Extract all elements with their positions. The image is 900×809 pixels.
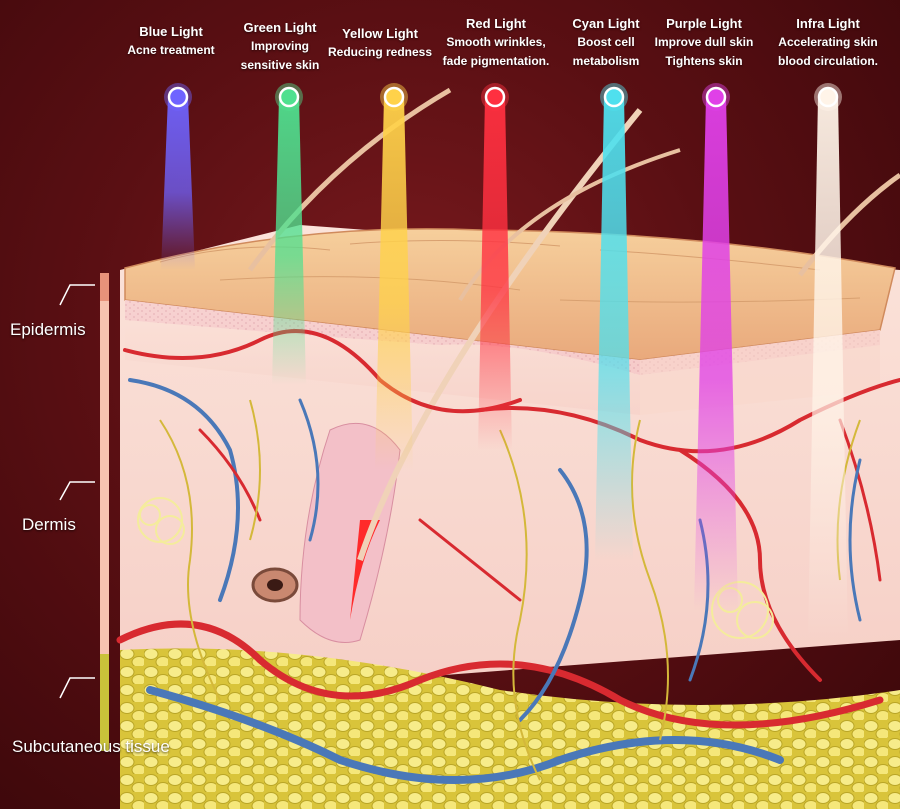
red-light-desc: Smooth wrinkles,	[446, 35, 546, 49]
infra-light-desc: blood circulation.	[777, 54, 879, 68]
purple-light-desc: Improve dull skin	[654, 35, 754, 49]
infra-light-beam	[808, 97, 848, 640]
infra-light-title: Infra Light	[796, 16, 860, 31]
subcutaneous-layer	[120, 648, 900, 809]
label-epidermis: Epidermis	[10, 320, 86, 339]
infra-light-desc: Accelerating skin	[778, 35, 878, 49]
layer-scale	[59, 273, 109, 751]
red-light-bulb-icon	[484, 86, 506, 108]
cyan-light-title: Cyan Light	[572, 16, 640, 31]
scale-dermis	[100, 301, 109, 654]
yellow-light-beam	[375, 97, 413, 470]
red-light-desc: fade pigmentation.	[442, 54, 550, 68]
purple-light-beam	[694, 97, 738, 610]
purple-light-desc: Tightens skin	[665, 54, 743, 68]
light-beams	[161, 83, 848, 640]
cyan-light-beam	[595, 97, 633, 560]
blue-light-bulb-icon	[167, 86, 189, 108]
blue-light-beam	[161, 97, 195, 270]
tick-epidermis	[59, 284, 95, 306]
blue-light-title: Blue Light	[139, 24, 203, 39]
green-light-bulb-icon	[278, 86, 300, 108]
green-light-title: Green Light	[243, 20, 317, 35]
purple-light-title: Purple Light	[666, 16, 742, 31]
label-dermis: Dermis	[22, 515, 76, 534]
infra-light-bulb-icon	[817, 86, 839, 108]
tick-subcutaneous	[59, 677, 95, 699]
label-subcutaneous: Subcutaneous tissue	[12, 737, 170, 756]
cyan-light-desc: metabolism	[572, 54, 640, 68]
tick-dermis	[59, 481, 95, 501]
yellow-light-title: Yellow Light	[342, 26, 418, 41]
cyan-light-desc: Boost cell	[577, 35, 635, 49]
green-light-beam	[272, 97, 306, 385]
yellow-light-desc: Reducing redness	[327, 45, 433, 59]
blue-light-desc: Acne treatment	[127, 43, 215, 57]
red-light-title: Red Light	[466, 16, 526, 31]
blood-vessels	[116, 329, 900, 784]
scale-subcutaneous	[100, 654, 109, 751]
green-light-desc: sensitive skin	[240, 58, 320, 72]
green-light-desc: Improving	[250, 39, 309, 53]
yellow-light-bulb-icon	[383, 86, 405, 108]
purple-light-bulb-icon	[705, 86, 727, 108]
red-light-beam	[478, 97, 512, 450]
cyan-light-bulb-icon	[603, 86, 625, 108]
scale-epidermis	[100, 273, 109, 301]
